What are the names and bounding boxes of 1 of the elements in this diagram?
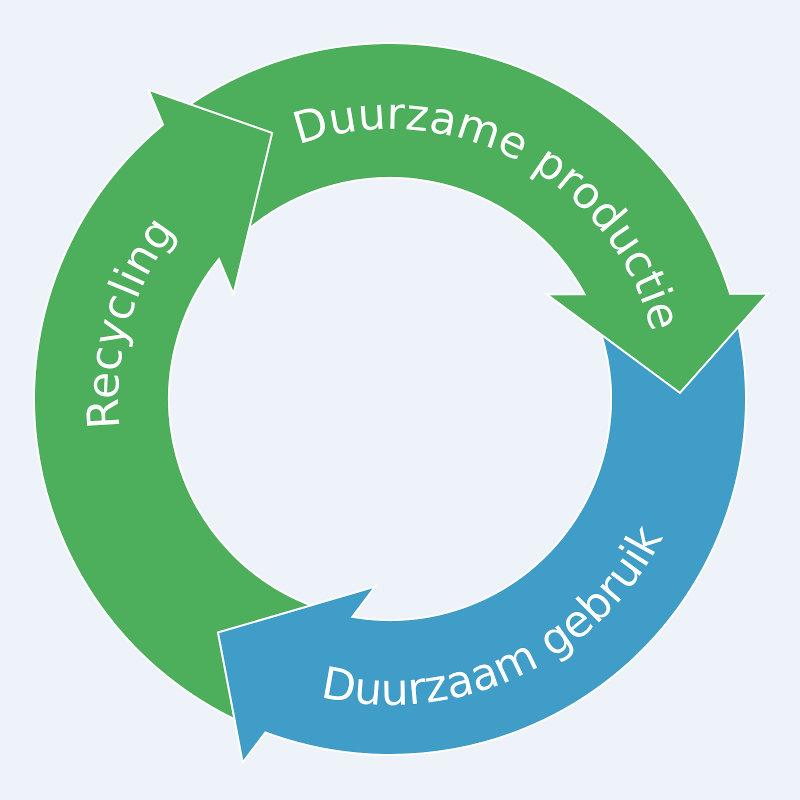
curved-arrow-segment — [189, 42, 769, 394]
